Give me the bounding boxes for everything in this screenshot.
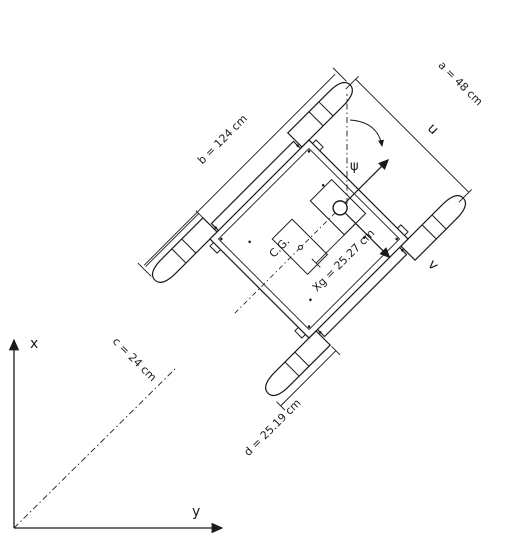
b-dimension bbox=[143, 73, 336, 266]
dim-c-label: c = 24 cm bbox=[110, 335, 159, 384]
earth-axes bbox=[8, 338, 224, 534]
u-label: u bbox=[424, 120, 442, 138]
y-axis-label: y bbox=[192, 504, 200, 520]
mounting-holes bbox=[214, 144, 404, 334]
xg-dimension bbox=[315, 223, 356, 264]
psi-arc bbox=[349, 119, 384, 147]
d-dimension bbox=[280, 350, 337, 407]
dim-b-label: b = 124 cm bbox=[195, 112, 250, 167]
v-label: v bbox=[424, 257, 441, 274]
vehicle-body-frame bbox=[137, 67, 472, 411]
dim-a-label: a = 48 cm bbox=[436, 59, 486, 109]
heading-projection-line bbox=[13, 367, 177, 529]
a-dimension bbox=[355, 78, 470, 193]
x-axis-label: x bbox=[30, 336, 38, 352]
centerline bbox=[232, 185, 363, 316]
dim-d-label: d = 25.19 cm bbox=[241, 396, 303, 458]
c-dimension bbox=[145, 213, 200, 267]
v-axis bbox=[339, 207, 391, 259]
cg-point bbox=[298, 244, 304, 250]
psi-label: ψ bbox=[350, 159, 359, 174]
body-origin bbox=[332, 200, 348, 216]
u-axis bbox=[339, 158, 390, 209]
